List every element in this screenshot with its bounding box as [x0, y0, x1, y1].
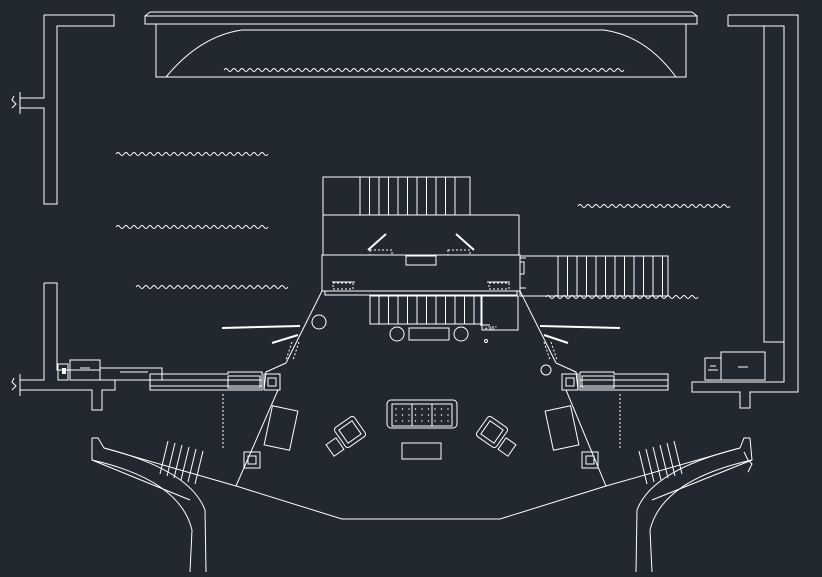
stair-treads-right [557, 256, 663, 296]
stair-treads-bottom-right [638, 440, 683, 485]
coffee-table [401, 442, 442, 460]
lobby-floor [149, 362, 669, 520]
wave-line-right-1 [577, 204, 731, 208]
wave-line-left-3 [135, 285, 289, 289]
cushion-dot [440, 408, 443, 410]
cushion-dot [440, 414, 443, 416]
cushion-dot [421, 408, 423, 410]
stair-tread [194, 450, 204, 485]
cushion-dot [447, 414, 449, 416]
stair-tread [645, 448, 655, 483]
stair-tread [666, 442, 676, 477]
stair-treads-upper [359, 177, 456, 215]
central-stairs [322, 176, 520, 255]
stair-tread [638, 450, 648, 485]
bottom-right-stairs [605, 437, 753, 573]
stair-tread [652, 446, 662, 481]
cushion-dot [414, 408, 417, 410]
lower-stairs: +96" [369, 295, 519, 343]
cushion-dot [408, 414, 410, 416]
stair-tread [159, 440, 169, 475]
cushion-dot [434, 420, 436, 422]
cushion-dot [427, 420, 430, 422]
cushion-dot [395, 414, 397, 416]
furniture [325, 399, 517, 460]
cushion-dot [414, 420, 417, 422]
cushion-dot [414, 414, 417, 416]
cushion-dot [401, 408, 404, 410]
cushion-dot [421, 414, 423, 416]
side-table-left [325, 437, 345, 457]
top-stage [144, 11, 698, 78]
right-stairs [519, 255, 669, 297]
stair-tread [166, 442, 176, 477]
wave-line-left-2 [115, 225, 269, 229]
wave-line-left-1 [115, 152, 269, 156]
dimension-label: +96" [484, 326, 497, 332]
cushion-dot [408, 408, 410, 410]
cushion-dot [447, 408, 449, 410]
cushion-dot [427, 414, 430, 416]
cushion-dot [401, 414, 404, 416]
armchair-right [475, 415, 509, 449]
left-wall [11, 14, 163, 411]
right-wall [691, 14, 799, 409]
balustrades [221, 290, 621, 376]
central-platform [321, 233, 526, 296]
stair-tread [673, 440, 683, 475]
wave-line-top [223, 68, 625, 72]
stair-tread [187, 448, 197, 483]
cushion-dot [408, 420, 410, 422]
stair-tread [180, 446, 190, 481]
cushion-dot [401, 420, 404, 422]
cushion-dot [440, 420, 443, 422]
cushion-dot [395, 420, 397, 422]
armchair-left [333, 415, 367, 449]
cushion-dot [434, 408, 436, 410]
bottom-left-stairs [91, 437, 237, 573]
side-table-right [497, 437, 517, 457]
stair-tread [173, 444, 183, 479]
sofa-cushion-pattern [395, 408, 449, 422]
sofa [386, 399, 458, 429]
cushion-dot [427, 408, 430, 410]
cushion-dot [434, 414, 436, 416]
cushion-dot [395, 408, 397, 410]
cushion-dot [447, 420, 449, 422]
stair-treads-bottom-left [159, 440, 204, 485]
cushion-dot [421, 420, 423, 422]
stair-tread [659, 444, 669, 479]
stair-treads-lower [378, 296, 475, 324]
